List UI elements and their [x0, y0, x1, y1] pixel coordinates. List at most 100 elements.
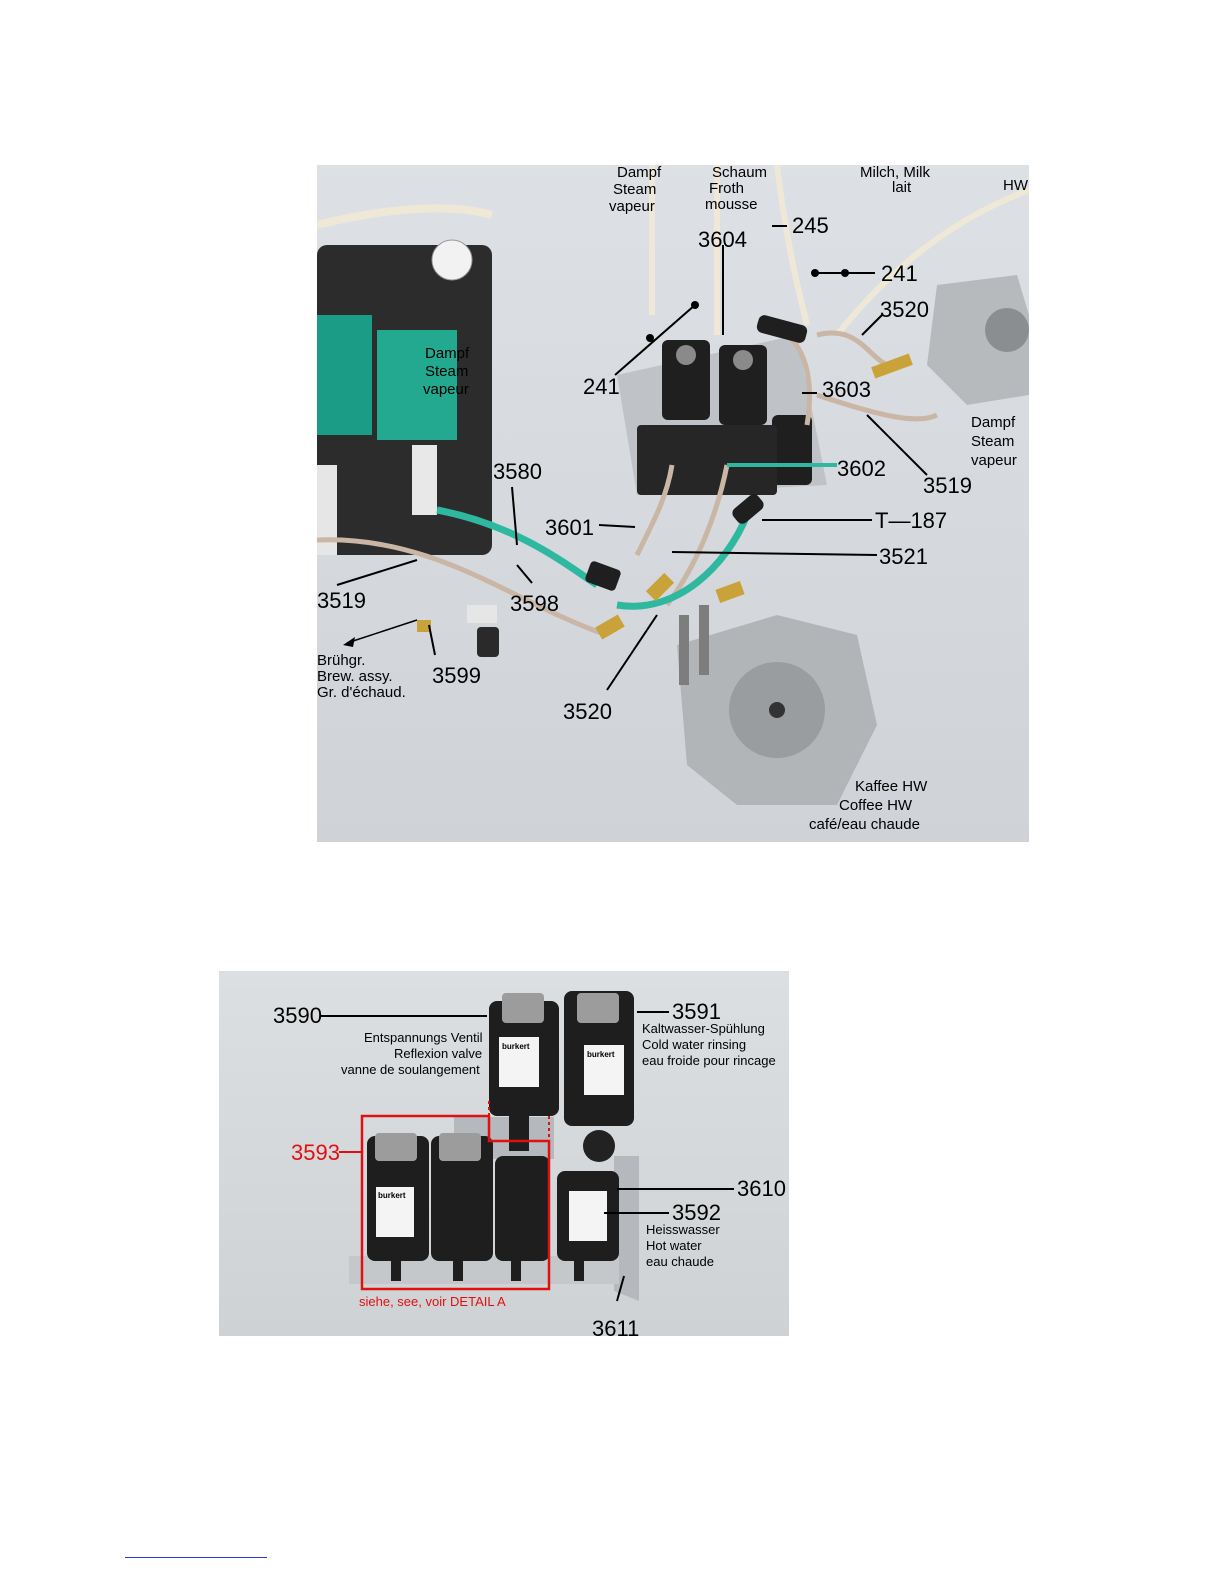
valve-coil-2 — [719, 345, 767, 425]
label-bruhgr-3: Gr. d'échaud. — [317, 684, 406, 701]
tube-3520-top — [816, 330, 889, 368]
fitting-brass-2 — [645, 572, 675, 602]
part-3602: 3602 — [837, 456, 886, 481]
arrow-bruhgr — [346, 619, 418, 644]
valve-coil-1 — [662, 340, 710, 420]
label-milch-2: lait — [892, 179, 912, 196]
tube-3519-left — [317, 537, 608, 638]
part-T-187: T—187 — [875, 508, 947, 533]
part-3520-top: 3520 — [880, 297, 929, 322]
label-entspannung-3: vanne de soulangement — [341, 1062, 480, 1077]
pump-left-part — [317, 465, 337, 555]
valve-3590-sticker — [499, 1037, 539, 1087]
tube-3521 — [664, 464, 730, 607]
valve-3592-tip — [574, 1259, 584, 1281]
valve-lower-3 — [495, 1156, 550, 1261]
part-3598: 3598 — [510, 591, 559, 616]
pump-fitting — [431, 239, 473, 281]
label-bruhgr-2: Brew. assy. — [317, 668, 393, 685]
part-3592: 3592 — [672, 1200, 721, 1225]
valve-lower-block — [637, 425, 777, 495]
part-3591: 3591 — [672, 999, 721, 1024]
brand-label-2: burkert — [587, 1050, 615, 1059]
label-dampf-right-1: Dampf — [971, 414, 1016, 431]
label-heisswasser-1: Heisswasser — [646, 1222, 720, 1237]
part-3611: 3611 — [592, 1316, 639, 1336]
label-dampf-right-3: vapeur — [971, 452, 1017, 469]
label-dampf-left-3: vapeur — [423, 381, 469, 398]
label-kaffee-1: Kaffee HW — [855, 778, 928, 795]
valve-lower-2-tip — [453, 1259, 463, 1281]
valve-lower-1-sticker — [376, 1187, 414, 1237]
label-dampf-top-3: vapeur — [609, 198, 655, 215]
valve-lower-1-nut — [375, 1133, 417, 1161]
part-3519-right: 3519 — [923, 473, 972, 498]
brand-label-3: burkert — [378, 1191, 406, 1200]
label-detail-a: siehe, see, voir DETAIL A — [359, 1294, 506, 1309]
fitting-white — [467, 605, 497, 623]
part-3590: 3590 — [273, 1003, 322, 1028]
leader-3611 — [616, 1275, 625, 1302]
label-heisswasser-2: Hot water — [646, 1238, 702, 1253]
heater-right-hole — [985, 308, 1029, 352]
label-dampf-top-2: Steam — [613, 181, 656, 198]
valve-3591-sticker — [584, 1045, 624, 1095]
tube-3601 — [634, 464, 675, 557]
tube-3519-right — [816, 392, 939, 422]
part-241-left: 241 — [583, 374, 620, 399]
label-dampf-top-1: Dampf — [617, 165, 662, 181]
fitting-brass-3 — [715, 580, 745, 604]
tube-hw — [834, 187, 1029, 337]
part-3599: 3599 — [432, 663, 481, 688]
valve-lower-1-tip — [391, 1259, 401, 1281]
heater-bottom-center — [769, 702, 785, 718]
leader-dots-top — [646, 269, 849, 342]
bottom-diagram-svg: burkert burkert burkert — [273, 991, 786, 1336]
label-entspannung-1: Entspannungs Ventil — [364, 1030, 483, 1045]
fitting-black-mid — [732, 494, 764, 524]
label-schaum-3: mousse — [705, 196, 758, 213]
fitting-black-lower — [477, 627, 499, 657]
fitting-T — [585, 561, 621, 591]
part-3610: 3610 — [737, 1176, 786, 1201]
tube-teal-connector — [616, 513, 751, 610]
pump-white-sleeve — [412, 445, 437, 515]
part-245: 245 — [792, 213, 829, 238]
label-schaum-2: Froth — [709, 180, 744, 197]
bracket-3610 — [614, 1156, 639, 1301]
label-dampf-left-2: Steam — [425, 363, 468, 380]
footer-link-underline[interactable] — [125, 1557, 267, 1558]
fitting-heater-right — [871, 353, 913, 379]
valve-3590-stem — [509, 1116, 529, 1151]
label-kaltwasser-2: Cold water rinsing — [642, 1037, 746, 1052]
fitting-brass-1 — [595, 614, 625, 640]
part-3580: 3580 — [493, 459, 542, 484]
detail-a-dashed — [488, 1101, 550, 1141]
part-3603: 3603 — [822, 377, 871, 402]
tube-milk — [774, 165, 810, 326]
tube-left-top — [317, 204, 494, 229]
part-3604: 3604 — [698, 227, 747, 252]
label-bruhgr-1: Brühgr. — [317, 652, 365, 669]
pump-coil-left — [317, 315, 372, 435]
valve-3591-nut — [577, 993, 619, 1023]
valve-3591-port — [583, 1130, 615, 1162]
valve-3590-nut — [502, 993, 544, 1023]
label-hw: HW — [1003, 177, 1029, 194]
label-entspannung-2: Reflexion valve — [394, 1046, 482, 1061]
part-3520-bottom: 3520 — [563, 699, 612, 724]
valve-lower-3-tip — [511, 1259, 521, 1281]
label-heisswasser-3: eau chaude — [646, 1254, 714, 1269]
part-3521: 3521 — [879, 544, 928, 569]
valve-nut-1 — [676, 345, 696, 365]
arrow-head-bruhgr — [343, 637, 355, 647]
valve-nut-2 — [733, 350, 753, 370]
label-kaltwasser-1: Kaltwasser-Spühlung — [642, 1021, 765, 1036]
brand-label-1: burkert — [502, 1042, 530, 1051]
pump-coil-right — [377, 330, 457, 440]
valve-lower-2-nut — [439, 1133, 481, 1161]
valve-lower-2 — [431, 1136, 493, 1261]
label-dampf-left-1: Dampf — [425, 345, 470, 362]
label-milch-1: Milch, Milk — [860, 165, 930, 181]
part-241-right: 241 — [881, 261, 918, 286]
